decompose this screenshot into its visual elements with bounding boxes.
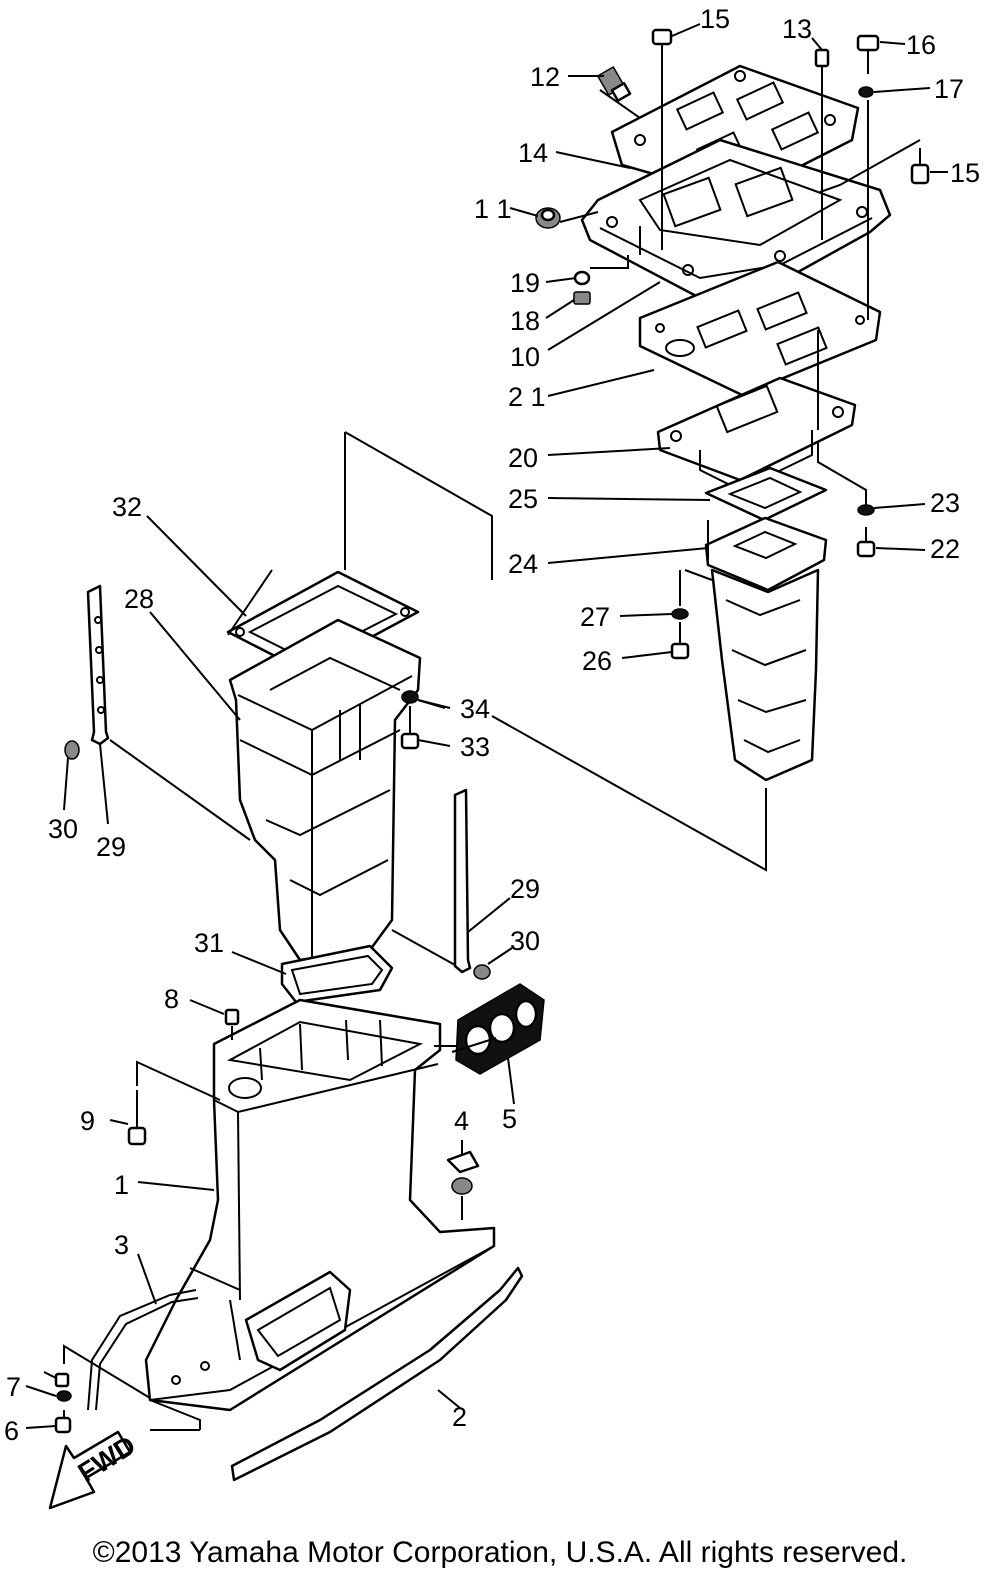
callout-18: 18 <box>510 306 540 336</box>
callout-15b: 15 <box>950 158 980 188</box>
copyright-notice: ©2013 Yamaha Motor Corporation, U.S.A. A… <box>92 1536 908 1569</box>
callout-11: 1 1 <box>474 194 512 224</box>
collar-19 <box>573 270 591 286</box>
callout-12: 12 <box>530 62 560 92</box>
rubber-seal <box>280 944 394 1004</box>
exhaust-manifold <box>704 516 828 782</box>
washer-30b <box>473 964 491 980</box>
nut-18 <box>573 291 591 305</box>
upper-casing <box>228 618 422 962</box>
callout-19: 19 <box>510 268 540 298</box>
bolt-9 <box>127 1090 147 1146</box>
mount-strip-left <box>86 584 110 746</box>
washer-23 <box>857 504 875 516</box>
callout-29b: 29 <box>510 874 540 904</box>
callout-3: 3 <box>114 1230 129 1260</box>
callout-9: 9 <box>80 1106 95 1136</box>
washer-30a <box>64 740 80 760</box>
grommet-11 <box>535 207 561 229</box>
callout-4: 4 <box>454 1106 469 1136</box>
callout-33: 33 <box>460 732 490 762</box>
trim-strip <box>230 1266 524 1482</box>
callout-15a: 15 <box>700 4 730 34</box>
fwd-arrow-icon: FWD <box>48 1430 141 1510</box>
bolt-16 <box>856 34 880 52</box>
callout-21: 2 1 <box>508 382 546 412</box>
callout-24: 24 <box>508 549 538 579</box>
bolt-7 <box>43 1371 72 1402</box>
assembly-lines-middle <box>109 431 767 966</box>
callout-25: 25 <box>508 484 538 514</box>
callout-16: 16 <box>906 30 936 60</box>
fitting-12 <box>596 65 632 102</box>
callout-20: 20 <box>508 443 538 473</box>
bolt-15b <box>910 148 930 185</box>
callout-10: 10 <box>510 342 540 372</box>
callout-14: 14 <box>518 138 548 168</box>
callout-29a: 29 <box>96 832 126 862</box>
callout-7: 7 <box>6 1372 21 1402</box>
drain-plug-4 <box>446 1150 480 1195</box>
bolt-6 <box>54 1410 72 1434</box>
callout-1: 1 <box>114 1170 129 1200</box>
callout-labels: 15 13 16 17 12 14 1 1 15 19 18 10 2 1 20… <box>4 4 980 1446</box>
callout-28: 28 <box>124 584 154 614</box>
assembly-lines-upper <box>559 64 921 606</box>
washer-27 <box>671 608 689 620</box>
bolt-26 <box>670 622 690 660</box>
callout-6: 6 <box>4 1416 19 1446</box>
callout-8: 8 <box>164 984 179 1014</box>
callout-26: 26 <box>582 646 612 676</box>
callout-34: 34 <box>460 694 490 724</box>
bolt-33 <box>400 706 420 750</box>
callout-30a: 30 <box>48 814 78 844</box>
dowel-13 <box>814 48 830 68</box>
bolt-15a <box>651 28 673 46</box>
hardware-upper <box>535 28 930 660</box>
assembly-lines-lower <box>63 1026 497 1431</box>
callout-32: 32 <box>112 492 142 522</box>
water-grommet-5 <box>455 983 545 1075</box>
leader-lines <box>25 23 948 1429</box>
callout-5: 5 <box>502 1104 517 1134</box>
callout-27: 27 <box>580 602 610 632</box>
callout-22: 22 <box>930 534 960 564</box>
washer-17 <box>858 86 874 98</box>
callout-23: 23 <box>930 488 960 518</box>
upper-mount-plate <box>580 138 892 300</box>
mount-strip-right <box>453 788 472 974</box>
mount-gasket <box>638 260 882 397</box>
cover-strip <box>87 1289 199 1411</box>
callout-31: 31 <box>194 928 224 958</box>
callout-17: 17 <box>934 74 964 104</box>
washer-34 <box>401 690 419 704</box>
exhaust-gasket <box>704 466 828 522</box>
callout-13: 13 <box>782 14 812 44</box>
callout-2: 2 <box>452 1402 467 1432</box>
dowel-8 <box>224 1008 240 1026</box>
callout-30b: 30 <box>510 926 540 956</box>
bolt-22 <box>856 527 876 558</box>
lower-casing <box>144 998 496 1412</box>
